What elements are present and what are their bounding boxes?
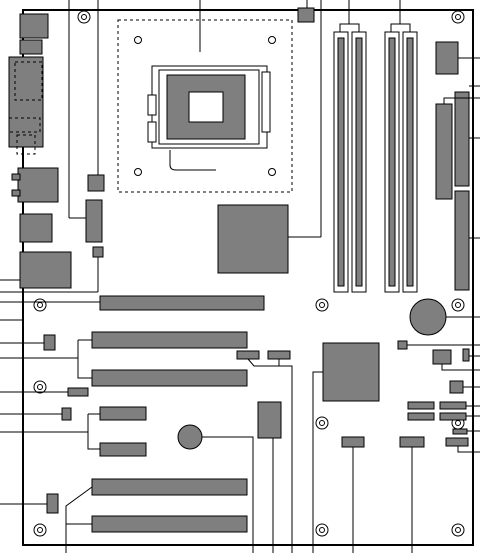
agp-slot	[99, 295, 265, 311]
pci-slots	[91, 331, 248, 533]
mounting-hole-icon	[315, 523, 329, 537]
io-controller-hub	[322, 342, 380, 402]
header-small	[236, 350, 260, 360]
jumper-small	[397, 340, 408, 350]
atx-power-connector	[454, 190, 470, 291]
battery	[409, 298, 447, 336]
sata-connector	[407, 412, 435, 421]
usb-stack-top	[19, 39, 43, 55]
memory-controller-hub	[217, 204, 289, 274]
header-small	[449, 380, 464, 394]
pci-slot	[91, 369, 248, 387]
ps2-connector	[19, 13, 49, 39]
mounting-hole-icon	[451, 523, 465, 537]
mounting-hole-icon	[451, 10, 465, 24]
power-connector-right	[435, 41, 459, 75]
socket-lever	[169, 150, 216, 171]
memory-slots	[333, 31, 418, 293]
header-small	[267, 350, 291, 360]
header-small	[399, 436, 425, 448]
mounting-hole-icon	[33, 298, 47, 312]
header-small	[452, 428, 468, 435]
mounting-hole-icon	[33, 380, 47, 394]
header-small	[46, 493, 59, 514]
jumper-block	[92, 246, 104, 258]
capacitor	[177, 424, 203, 450]
header-small	[432, 349, 452, 365]
header-small	[445, 437, 469, 447]
pcie-x1-slot	[99, 442, 147, 457]
header-small	[43, 334, 56, 351]
sata-connector	[407, 401, 435, 410]
mounting-hole-icon	[77, 10, 91, 24]
mounting-hole-icon	[33, 523, 47, 537]
back-panel-connectors	[8, 13, 72, 289]
mounting-hole-icon	[451, 298, 465, 312]
mounting-hole-icon	[315, 416, 329, 430]
usb-lan-stack	[17, 167, 59, 203]
fan-header-top	[297, 7, 315, 23]
ide-connector-2	[454, 91, 470, 187]
ide-connector-1	[435, 103, 453, 200]
header-small	[462, 348, 470, 362]
usb-stack-bottom	[19, 213, 53, 243]
header-small	[67, 387, 89, 397]
atx12v-connector	[85, 199, 103, 243]
sata-connector	[439, 412, 467, 421]
audio-connectors	[19, 251, 72, 289]
pci-slot	[91, 478, 248, 496]
mounting-hole-icon	[315, 298, 329, 312]
pci-slot	[91, 515, 248, 533]
header-small	[341, 436, 365, 448]
processor-socket-area	[117, 19, 293, 193]
header-small	[61, 407, 72, 421]
fan-header-cpu	[87, 174, 105, 192]
pci-slot	[91, 331, 248, 349]
parallel-serial-stack	[8, 56, 44, 148]
processor-keepout-zone	[117, 19, 293, 193]
sata-connector	[439, 401, 467, 410]
pcie-x1-slot	[99, 406, 147, 421]
firmware-hub	[257, 401, 282, 439]
